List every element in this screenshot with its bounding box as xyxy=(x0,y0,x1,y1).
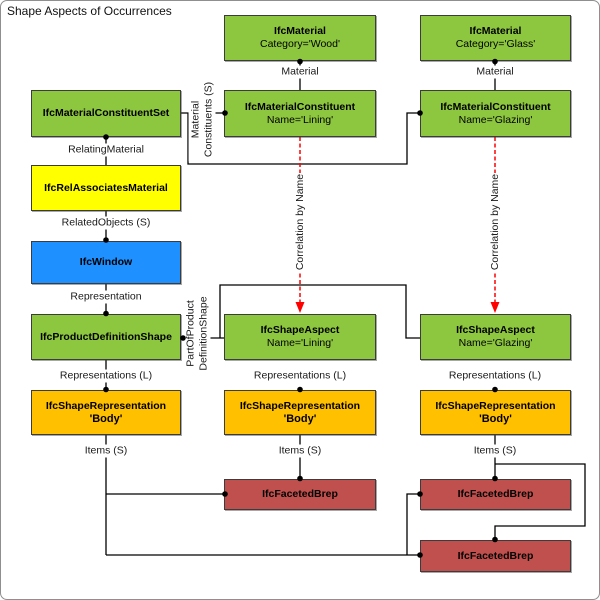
node-title: IfcProductDefinitionShape xyxy=(40,330,172,343)
node-ifcmaterial-wood: IfcMaterial Category='Wood' xyxy=(224,15,376,61)
node-title: IfcMaterialConstituent xyxy=(244,100,356,113)
node-title: IfcMaterialConstituent xyxy=(440,100,551,113)
node-title: IfcShapeRepresentation xyxy=(435,399,556,412)
figure-title: Shape Aspects of Occurrences xyxy=(7,4,172,18)
node-title: IfcRelAssociatesMaterial xyxy=(44,181,168,194)
edge-label-line2: Constituents (S) xyxy=(202,81,214,158)
node-ifcrelassociatesmaterial: IfcRelAssociatesMaterial xyxy=(31,165,181,211)
node-title: IfcShapeAspect xyxy=(260,324,340,336)
correlation-arrowhead-glazing xyxy=(490,302,500,313)
node-ifcwindow: IfcWindow xyxy=(31,241,181,284)
node-ifcmaterial-glass: IfcMaterial Category='Glass' xyxy=(420,15,571,61)
node-ifcshaperepresentation-window: IfcShapeRepresentation 'Body' xyxy=(31,390,181,435)
node-title: IfcMaterial xyxy=(469,25,522,37)
edge-label-related-objects: RelatedObjects (S) xyxy=(58,216,154,230)
node-title: IfcFacetedBrep xyxy=(457,549,534,562)
node-ifcfacetedbrep-lining: IfcFacetedBrep xyxy=(224,479,376,510)
edge-label-items-middle: Items (S) xyxy=(275,444,325,458)
node-subtitle: Name='Lining' xyxy=(266,337,334,349)
node-ifcshapeaspect-lining: IfcShapeAspect Name='Lining' xyxy=(224,314,376,360)
edge-label-representations-middle: Representations (L) xyxy=(250,369,350,383)
edge-label-line2: DefinitionShape xyxy=(197,296,209,371)
edge-label-material-glass: Material xyxy=(473,65,517,79)
node-title: IfcShapeAspect xyxy=(456,324,535,336)
node-title: IfcShapeRepresentation xyxy=(45,399,167,412)
node-subtitle: Name='Glazing' xyxy=(458,337,533,349)
node-title: IfcWindow xyxy=(79,256,133,268)
node-title: IfcMaterialConstituentSet xyxy=(42,107,170,119)
edge-label-part-of-product-definition-shape: PartOfProduct DefinitionShape xyxy=(183,293,211,374)
node-ifcproductdefinitionshape: IfcProductDefinitionShape xyxy=(31,314,181,360)
node-title: IfcFacetedBrep xyxy=(457,488,534,500)
edge-label-line1: PartOfProduct xyxy=(184,300,196,367)
node-title: IfcMaterial xyxy=(274,25,326,37)
node-subtitle: 'Body' xyxy=(479,412,512,425)
node-ifcfacetedbrep-glazing-2: IfcFacetedBrep xyxy=(420,540,571,572)
node-subtitle: 'Body' xyxy=(283,412,317,425)
edge-label-relating-material: RelatingMaterial xyxy=(65,143,147,157)
node-ifcfacetedbrep-glazing-1: IfcFacetedBrep xyxy=(420,479,571,510)
node-subtitle: Category='Wood' xyxy=(260,38,340,50)
connector-bottom-riser xyxy=(406,493,420,555)
node-ifcshaperepresentation-glazing: IfcShapeRepresentation 'Body' xyxy=(420,390,571,435)
node-subtitle: Name='Lining' xyxy=(266,113,334,126)
node-ifcshaperepresentation-lining: IfcShapeRepresentation 'Body' xyxy=(224,390,376,435)
node-subtitle: 'Body' xyxy=(89,412,123,425)
correlation-arrowhead-lining xyxy=(295,302,305,313)
node-title: IfcFacetedBrep xyxy=(262,488,338,500)
node-subtitle: Category='Glass' xyxy=(455,38,536,50)
edge-label-representations-left: Representations (L) xyxy=(56,369,156,383)
node-title: IfcShapeRepresentation xyxy=(239,399,361,412)
edge-label-correlation-glazing: Correlation by Name xyxy=(488,173,502,271)
edge-label-correlation-lining: Correlation by Name xyxy=(293,173,307,271)
node-ifcmaterialconstituent-lining: IfcMaterialConstituent Name='Lining' xyxy=(224,90,376,137)
edge-label-items-left: Items (S) xyxy=(81,444,131,458)
node-ifcmaterialconstituent-glazing: IfcMaterialConstituent Name='Glazing' xyxy=(420,90,571,137)
edge-label-material-constituents: Material Constituents (S) xyxy=(188,77,216,162)
edge-label-representations-right: Representations (L) xyxy=(445,369,545,383)
edge-label-items-right: Items (S) xyxy=(470,444,520,458)
node-ifcshapeaspect-glazing: IfcShapeAspect Name='Glazing' xyxy=(420,314,571,360)
node-subtitle: Name='Glazing' xyxy=(458,113,533,126)
node-ifcmaterialconstituentset: IfcMaterialConstituentSet xyxy=(31,90,181,137)
edge-label-material-wood: Material xyxy=(278,65,322,79)
edge-label-representation: Representation xyxy=(67,290,145,304)
edge-label-line1: Material xyxy=(189,100,201,139)
